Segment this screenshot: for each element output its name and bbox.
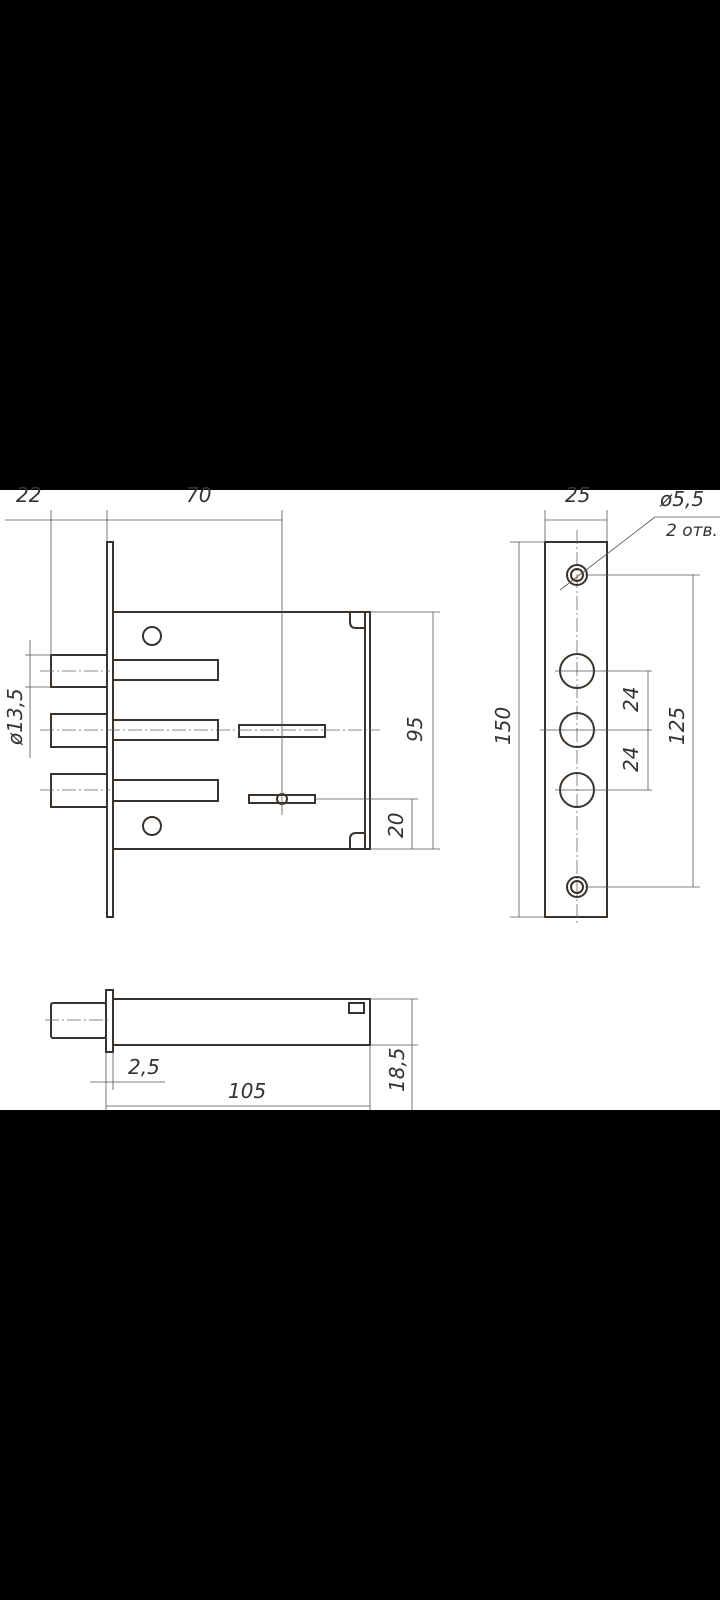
dim-bolt-diameter: ø13,5 bbox=[3, 688, 27, 746]
side-view: 18,5 2,5 105 bbox=[45, 989, 418, 1110]
side-bolt bbox=[50, 1002, 107, 1039]
dim-20: 20 bbox=[384, 813, 408, 838]
dim-125: 125 bbox=[665, 707, 689, 745]
screw-hole-top bbox=[570, 568, 584, 582]
top-view: 22 70 ø13,5 95 20 bbox=[3, 483, 440, 918]
mount-hole-bottom bbox=[142, 816, 162, 836]
mount-hole-top bbox=[142, 626, 162, 646]
dim-hole-diameter: ø5,5 bbox=[659, 487, 704, 511]
dim-hole-count: 2 отв. bbox=[666, 521, 718, 541]
dim-70: 70 bbox=[186, 483, 211, 507]
bolt-2 bbox=[50, 713, 108, 748]
faceplate-view: 25 ø5,5 2 отв. 150 125 24 24 bbox=[491, 483, 720, 925]
side-body bbox=[112, 998, 371, 1046]
lock-body bbox=[112, 611, 371, 850]
dim-150: 150 bbox=[491, 707, 515, 745]
bolt-bar-1 bbox=[112, 659, 219, 681]
screw-hole-bottom bbox=[570, 880, 584, 894]
faceplate-strip bbox=[544, 541, 608, 918]
bolt-bar-3 bbox=[112, 779, 219, 802]
side-faceplate bbox=[105, 989, 114, 1053]
dim-22: 22 bbox=[16, 483, 41, 507]
dim-2-5: 2,5 bbox=[128, 1055, 160, 1079]
dim-18-5: 18,5 bbox=[385, 1047, 409, 1092]
dim-24-upper: 24 bbox=[619, 687, 643, 712]
bolt-3 bbox=[50, 773, 108, 808]
dim-95: 95 bbox=[403, 717, 427, 742]
dim-25: 25 bbox=[565, 483, 590, 507]
dim-105: 105 bbox=[228, 1079, 266, 1103]
dim-24-lower: 24 bbox=[619, 747, 643, 772]
